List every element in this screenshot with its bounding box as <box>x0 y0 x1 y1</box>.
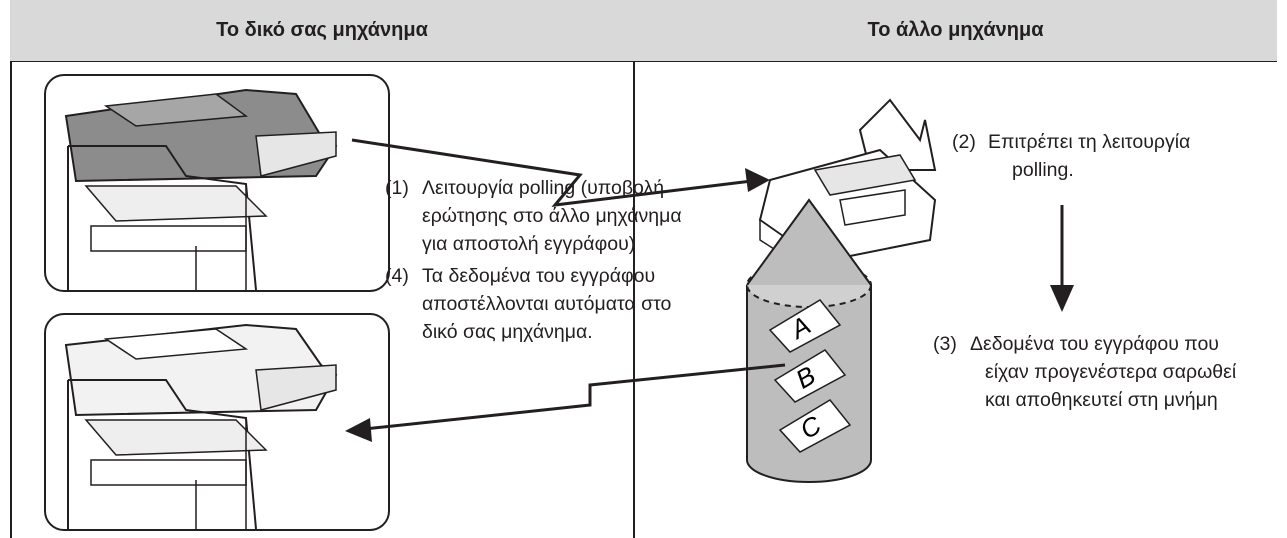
header-own-machine: Το δικό σας μηχάνημα <box>10 0 634 61</box>
header-other-machine: Το άλλο μηχάνημα <box>634 0 1277 61</box>
step-number: (2) <box>952 131 976 153</box>
step-line: είχαν προγενέστερα σαρωθεί <box>985 361 1237 383</box>
arrow-polling-request <box>351 138 770 207</box>
step-number: (1) <box>385 177 409 199</box>
step-line: polling. <box>1012 159 1074 181</box>
step-number: (3) <box>933 333 957 355</box>
step-line: αποστέλλονται αυτόματα στο <box>422 293 672 315</box>
step-line: Τα δεδομένα του εγγράφου <box>422 265 656 287</box>
own-machine-box-top <box>44 74 390 292</box>
memory-cylinder-icon: A B C <box>746 198 872 483</box>
arrow-down <box>1050 205 1074 312</box>
step-number: (4) <box>385 265 409 287</box>
step-line: για αποστολή εγγράφου) <box>422 233 636 255</box>
step-line: Επιτρέπει τη λειτουργία <box>988 131 1191 153</box>
step-line: Δεδομένα του εγγράφου που <box>970 333 1219 355</box>
multifunction-printer-icon <box>64 88 338 290</box>
step-line: δικό σας μηχάνημα. <box>422 321 593 343</box>
step-line: Λειτουργία polling (υποβολή <box>422 177 665 199</box>
arrow-document-return <box>345 363 786 442</box>
own-machine-box-bottom <box>44 313 390 531</box>
step-line: και αποθηκευτεί στη μνήμη <box>985 389 1218 411</box>
step-line: ερώτησης στο άλλο μηχάνημα <box>422 205 682 227</box>
multifunction-printer-icon <box>64 323 338 529</box>
